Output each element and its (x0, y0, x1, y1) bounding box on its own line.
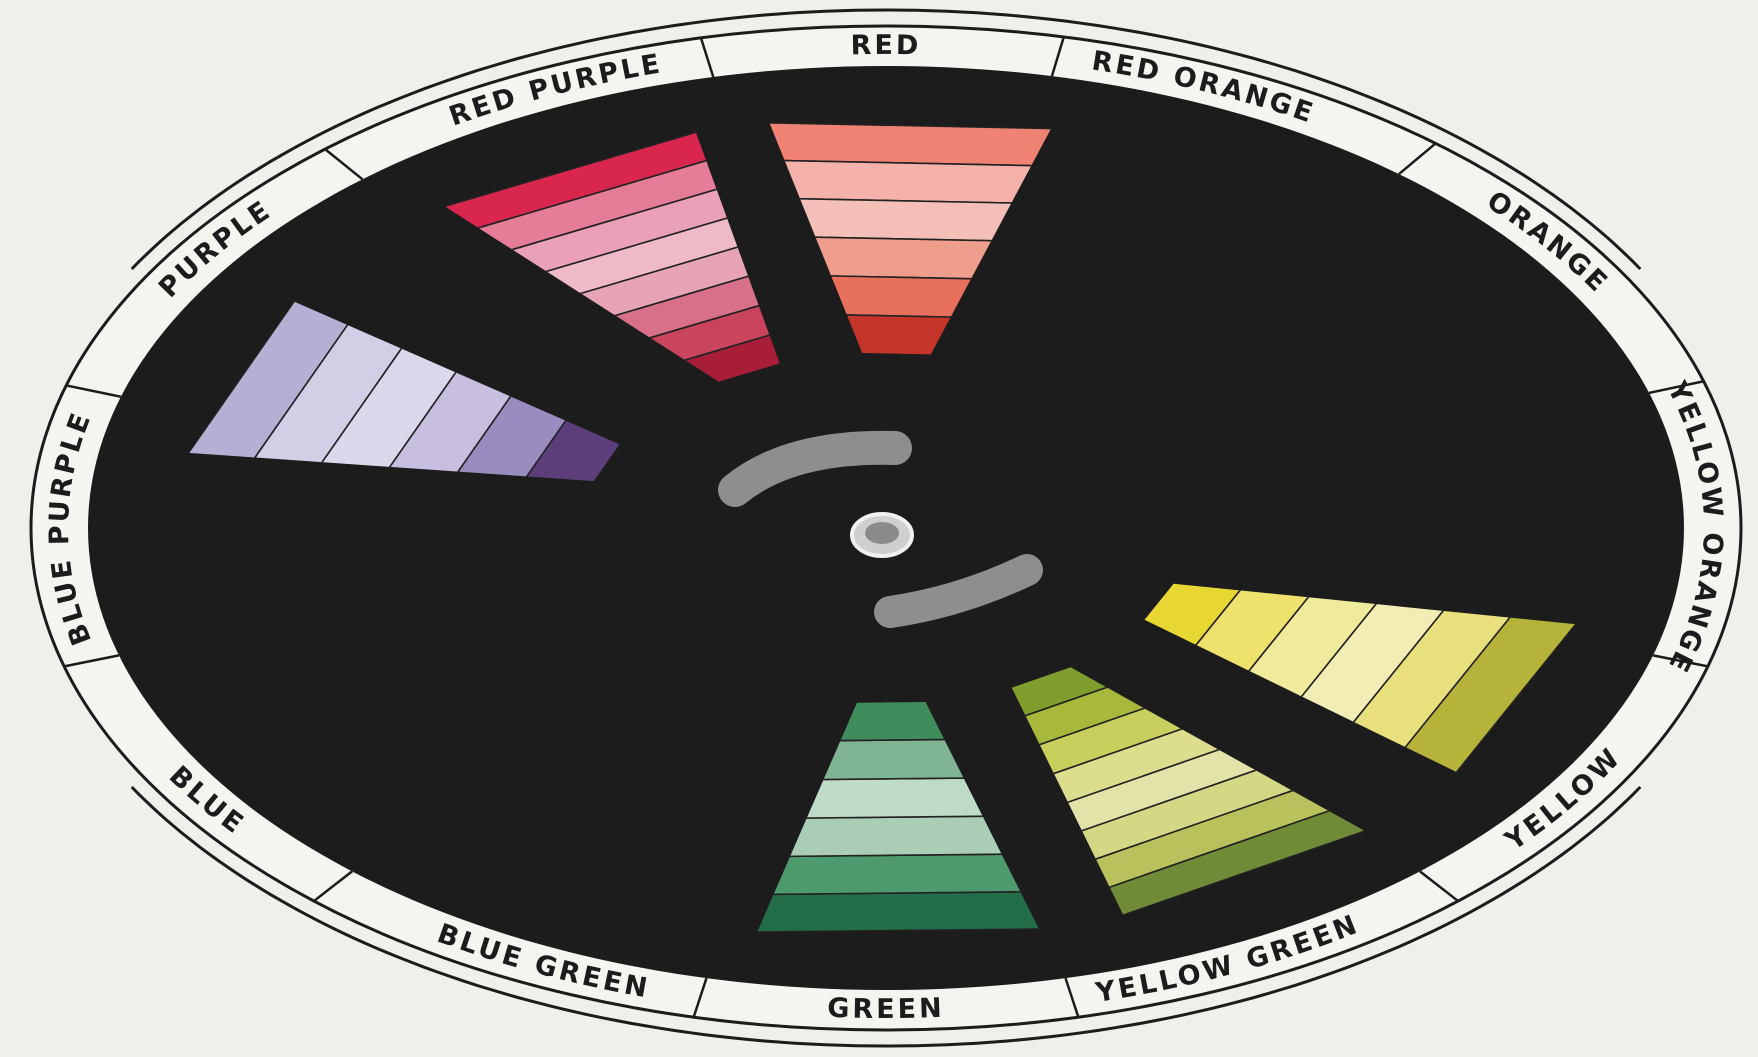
swatch-band-green-2 (744, 854, 1051, 895)
ring-label-green: GREEN (827, 992, 945, 1024)
center-pivot-inner (865, 522, 899, 544)
ring-label-red: RED (850, 29, 921, 60)
